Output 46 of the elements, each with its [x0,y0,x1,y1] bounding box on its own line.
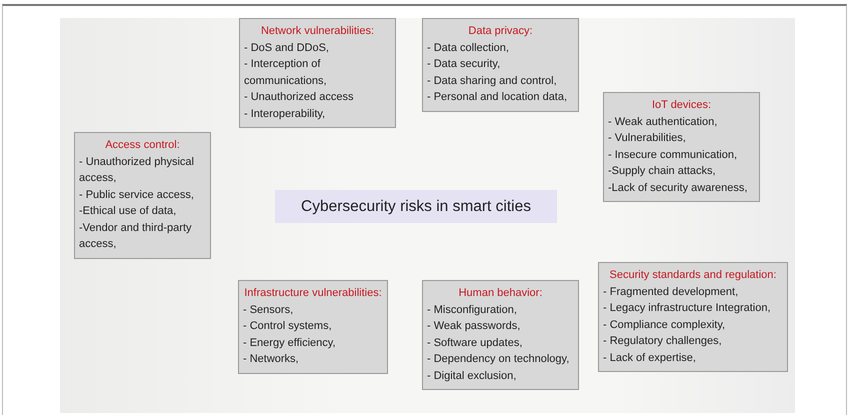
risk-item: - DoS and DDoS, [244,40,330,56]
risk-item: - Networks, [243,352,300,367]
category-box [422,18,579,112]
title-box: Cybersecurity risks in smart cities [275,190,557,223]
risk-item: - Energy efficiency, [243,336,337,350]
category-heading: Data privacy: [467,24,534,39]
category-heading: Infrastructure vulnerabilities: [243,286,383,301]
category-heading: Security standards and regulation: [608,268,778,283]
risk-item: - Personal and location data, [427,90,568,105]
risk-item: - Data security, [427,57,502,72]
risk-item: - Insecure communication, [608,148,738,162]
risk-item: - Data sharing and control, [427,74,558,88]
category-box [238,280,388,374]
risk-item: - Weak passwords, [427,319,522,334]
risk-item: - Public service access, [79,188,195,202]
category-box [603,92,760,202]
category-box [598,262,788,372]
risk-item: - Lack of expertise, [603,350,697,366]
risk-item: - Software updates, [427,336,524,350]
category-heading: IoT devices: [650,98,712,113]
category-box [422,280,579,390]
category-heading: Network vulnerabilities: [260,24,376,39]
risk-item: - Digital exclusion, [427,368,518,384]
risk-item: - Regulatory challenges, [603,334,723,349]
risk-item: -Lack of security awareness, [608,180,748,196]
category-heading: Access control: [104,138,181,153]
risk-item: - Misconfiguration, [427,302,518,318]
category-box [74,132,211,258]
category-heading: Human behavior: [458,286,544,301]
risk-item: - Control systems, [243,319,333,334]
risk-item: - Unauthorized access [244,90,354,105]
risk-item: - Sensors, [243,302,294,318]
risk-item: - Compliance complexity, [603,318,726,332]
category-box [239,18,396,128]
risk-item: - Weak authentication, [608,114,718,130]
risk-item: - Vulnerabilities, [608,131,687,146]
risk-item: -Ethical use of data, [79,204,178,219]
risk-item: - Fragmented development, [603,284,740,300]
risk-item: -Supply chain attacks, [608,164,717,179]
risk-item: - Dependency on technology, [427,352,570,367]
risk-item: - Unauthorized physical access, [79,154,195,186]
risk-item: -Vendor and third-party access, [79,220,193,252]
risk-item: - Legacy infrastructure Integration, [603,301,772,316]
risk-item: - Interception of communications, [244,57,328,88]
risk-item: - Data collection, [427,40,510,56]
risk-item: - Interoperability, [244,106,326,122]
